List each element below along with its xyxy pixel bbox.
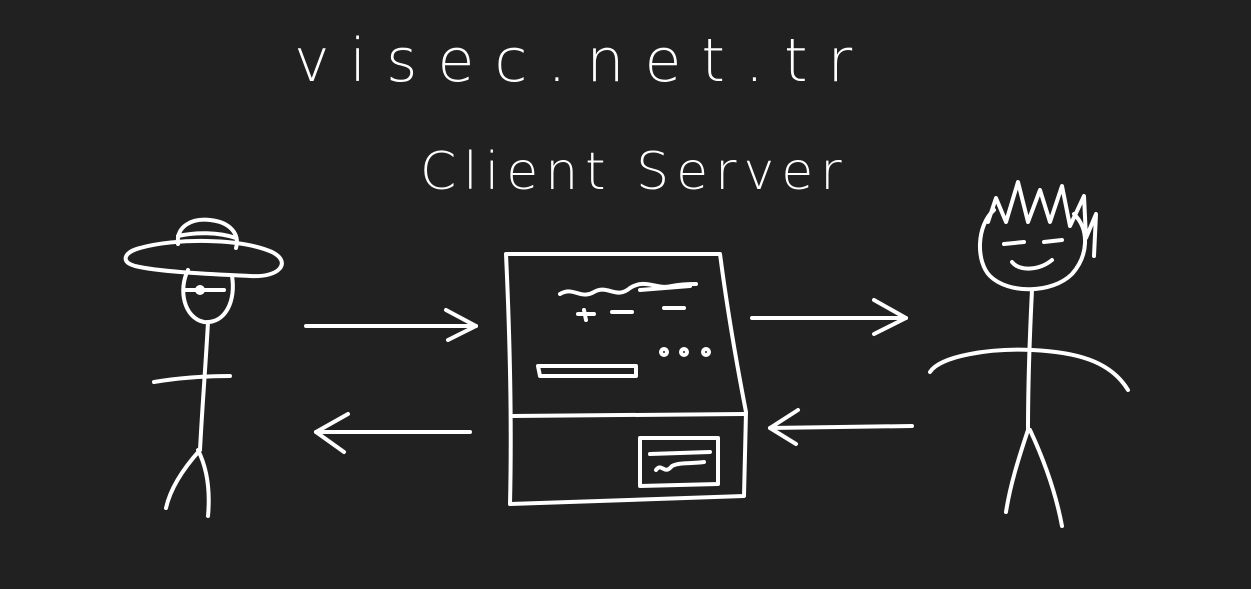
cabinet-outline xyxy=(504,252,748,506)
hat-brim xyxy=(123,238,284,279)
cabinet-divider xyxy=(510,412,746,418)
smile xyxy=(1010,258,1054,271)
server-cabinet-icon xyxy=(504,252,748,506)
button-dot-2 xyxy=(679,347,689,357)
legs xyxy=(1004,428,1064,528)
body xyxy=(1026,288,1034,432)
button-dot-3 xyxy=(701,347,711,357)
lower-panel xyxy=(638,436,720,488)
drive-slot xyxy=(536,364,638,378)
arms xyxy=(152,374,232,384)
stick-figure-spiky-hair-icon xyxy=(928,180,1130,528)
eye-right xyxy=(1042,238,1064,244)
arrow-client-to-server xyxy=(304,308,478,342)
screen-line xyxy=(638,284,692,292)
hat-band xyxy=(176,231,238,240)
screen-squiggle xyxy=(558,282,698,297)
eye-left xyxy=(1002,240,1026,246)
diagram-title: Client Server xyxy=(420,142,849,202)
head xyxy=(181,268,235,325)
arms xyxy=(928,347,1130,392)
legs xyxy=(164,448,211,518)
lower-panel-line xyxy=(648,450,712,456)
sunglasses-lens xyxy=(195,285,205,295)
arrow-user-to-server xyxy=(768,408,914,446)
button-dot-1 xyxy=(659,347,669,357)
body xyxy=(198,320,210,452)
stick-figure-with-hat-icon xyxy=(123,217,284,518)
screen-plus xyxy=(576,308,596,322)
arrow-server-to-client xyxy=(314,412,472,454)
lower-panel-squiggle xyxy=(654,460,706,472)
arrow-server-to-user xyxy=(750,298,908,336)
site-title: visec.net.tr xyxy=(294,26,873,96)
